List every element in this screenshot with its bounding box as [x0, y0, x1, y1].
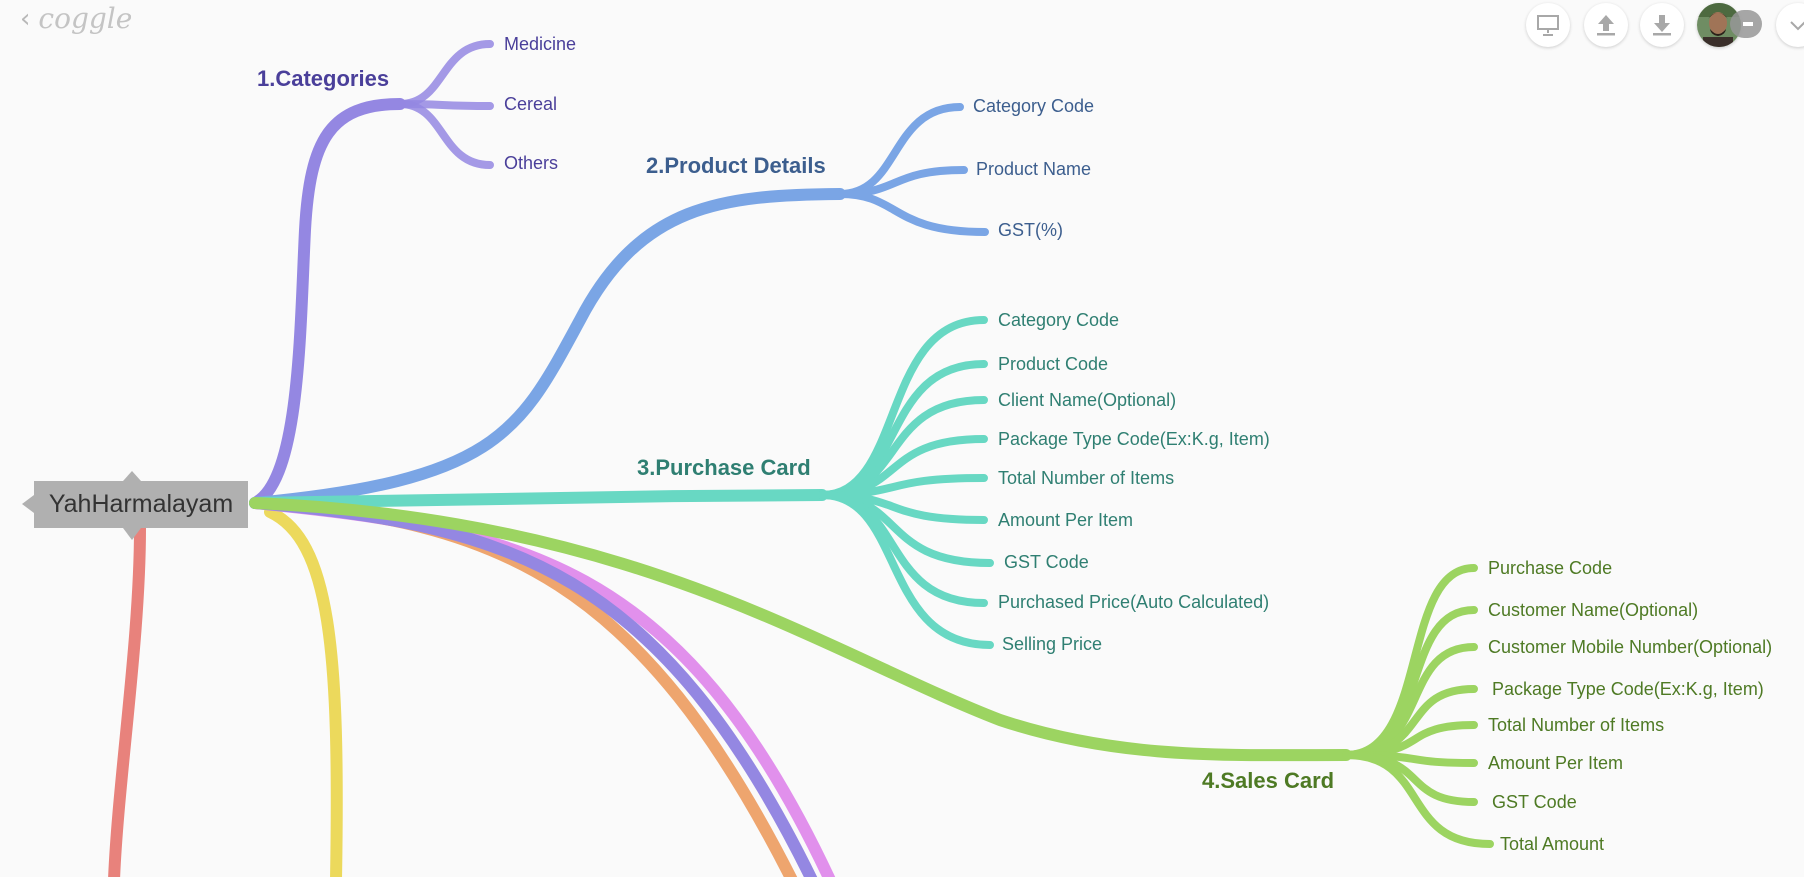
- presentation-icon: [1537, 15, 1559, 36]
- leaf-purchase-category-code[interactable]: Category Code: [998, 310, 1120, 330]
- leaf-product-name[interactable]: Product Name: [976, 159, 1092, 179]
- yellow-branch-link: [264, 506, 343, 877]
- sales-card-link: [249, 497, 1352, 762]
- product-details-leaf-link-2: [836, 190, 989, 236]
- download-icon: [1653, 15, 1671, 36]
- leaf-purchase-total-items[interactable]: Total Number of Items: [998, 468, 1175, 488]
- categories-leaf-link-2: [396, 100, 494, 169]
- branch-purchase-card-title[interactable]: 3.Purchase Card: [637, 455, 811, 480]
- sales-card-leaf-link-7: [1342, 751, 1494, 848]
- leaf-customer-name[interactable]: Customer Name(Optional): [1488, 600, 1699, 620]
- root-node-label: YahHarmalayam: [48, 490, 234, 518]
- menu-button[interactable]: [1776, 3, 1804, 47]
- upload-icon: [1597, 15, 1615, 36]
- share-button[interactable]: [1584, 3, 1628, 47]
- chevron-left-icon: ‹: [20, 4, 31, 34]
- download-button[interactable]: [1640, 3, 1684, 47]
- branch-product-details-title[interactable]: 2.Product Details: [646, 153, 826, 178]
- leaf-category-code[interactable]: Category Code: [973, 96, 1095, 116]
- red-branch-link: [108, 522, 146, 877]
- categories-leaf-link-0: [396, 40, 494, 108]
- leaf-others[interactable]: Others: [504, 153, 559, 173]
- account-toggle[interactable]: [1730, 10, 1762, 38]
- leaf-sales-package-type[interactable]: Package Type Code(Ex:K.g, Item): [1492, 679, 1764, 699]
- leaf-sales-gst-code[interactable]: GST Code: [1492, 792, 1577, 812]
- leaf-sales-amount-per-item[interactable]: Amount Per Item: [1488, 753, 1624, 773]
- leaf-purchase-product-code[interactable]: Product Code: [998, 354, 1109, 374]
- product-details-link: [249, 188, 846, 509]
- categories-link: [249, 98, 406, 509]
- leaf-cereal[interactable]: Cereal: [504, 94, 558, 114]
- leaf-gst-percent[interactable]: GST(%): [998, 220, 1063, 240]
- leaf-purchase-gst-code[interactable]: GST Code: [1004, 552, 1089, 572]
- leaf-purchase-package-type[interactable]: Package Type Code(Ex:K.g, Item): [998, 429, 1270, 449]
- root-left-handle: [22, 495, 34, 513]
- branch-sales-card-title[interactable]: 4.Sales Card: [1202, 768, 1335, 793]
- leaf-purchase-code[interactable]: Purchase Code: [1488, 558, 1613, 578]
- leaf-client-name[interactable]: Client Name(Optional): [998, 390, 1177, 410]
- chevron-down-icon: [1790, 21, 1804, 31]
- back-to-home-link[interactable]: ‹ coggle: [20, 4, 132, 34]
- leaf-purchased-price[interactable]: Purchased Price(Auto Calculated): [998, 592, 1270, 612]
- leaf-sales-total-items[interactable]: Total Number of Items: [1488, 715, 1665, 735]
- branch-categories-title[interactable]: 1.Categories: [257, 66, 390, 91]
- purchase-card-link: [249, 489, 828, 509]
- root-bottom-handle: [123, 528, 141, 540]
- leaf-total-amount[interactable]: Total Amount: [1500, 834, 1605, 854]
- purchase-card-leaf-link-8: [818, 491, 994, 649]
- leaf-selling-price[interactable]: Selling Price: [1002, 634, 1103, 654]
- leaf-medicine[interactable]: Medicine: [504, 34, 577, 54]
- root-node[interactable]: YahHarmalayam: [34, 481, 248, 528]
- coggle-logo: coggle: [38, 2, 133, 35]
- leaf-purchase-amount-per-item[interactable]: Amount Per Item: [998, 510, 1134, 530]
- leaf-customer-mobile[interactable]: Customer Mobile Number(Optional): [1488, 637, 1773, 657]
- root-top-handle: [123, 471, 141, 481]
- present-button[interactable]: [1526, 3, 1570, 47]
- product-details-leaf-link-1: [836, 166, 968, 198]
